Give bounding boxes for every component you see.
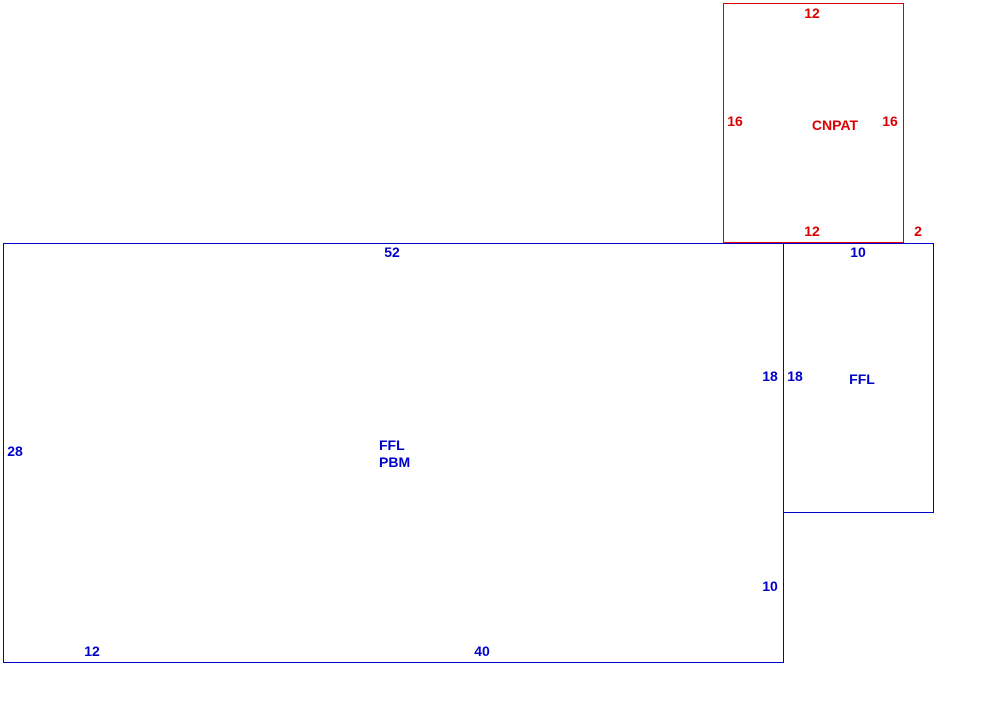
main-dim-bottom-right: 40 bbox=[474, 643, 490, 659]
main-dim-right-lower: 10 bbox=[762, 578, 778, 594]
main-area: FFL PBM 52 28 12 40 18 10 bbox=[2, 242, 785, 664]
patio-area: CNPAT 12 12 16 16 2 bbox=[722, 2, 922, 244]
patio-outline bbox=[722, 2, 905, 244]
addition-dim-left: 18 bbox=[787, 368, 803, 384]
patio-dim-left: 16 bbox=[727, 113, 743, 129]
patio-label: CNPAT bbox=[812, 117, 859, 133]
patio-dim-top: 12 bbox=[804, 5, 820, 21]
patio-dim-offset: 2 bbox=[914, 223, 922, 239]
addition-area: FFL 10 18 bbox=[782, 242, 935, 514]
addition-outline bbox=[782, 242, 935, 514]
main-area-label-line2: PBM bbox=[379, 454, 410, 470]
addition-dim-top: 10 bbox=[850, 244, 866, 260]
main-area-outline bbox=[2, 242, 785, 664]
main-dim-bottom-left: 12 bbox=[84, 643, 100, 659]
main-area-label-line1: FFL bbox=[379, 437, 405, 453]
main-dim-right-upper: 18 bbox=[762, 368, 778, 384]
main-dim-top: 52 bbox=[384, 244, 400, 260]
patio-dim-bottom: 12 bbox=[804, 223, 820, 239]
patio-dim-right: 16 bbox=[882, 113, 898, 129]
addition-label: FFL bbox=[849, 371, 875, 387]
main-dim-left: 28 bbox=[7, 443, 23, 459]
